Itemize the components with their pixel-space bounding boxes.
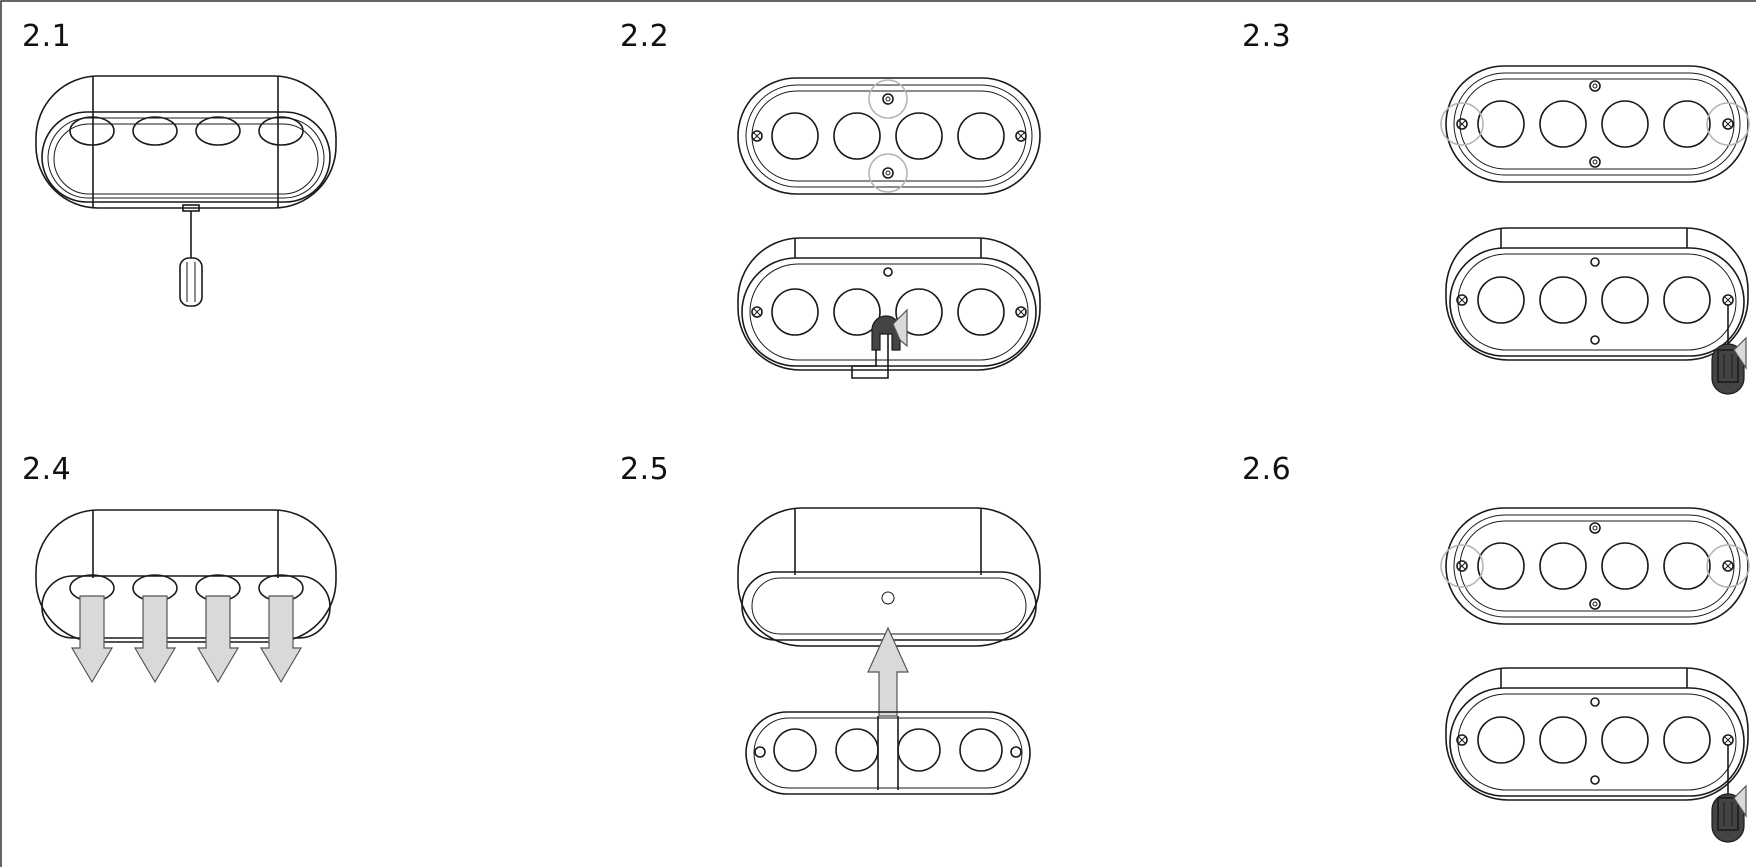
lens-row-2-2-bottom <box>771 288 1005 336</box>
step-label-2-4: 2.4 <box>22 452 72 487</box>
highlight-ring-icon <box>868 79 908 193</box>
screwdriver-icon <box>1711 745 1747 843</box>
highlight-ring-icon <box>1440 102 1750 146</box>
screwdriver-icon <box>179 204 203 307</box>
screw-icon <box>1456 522 1734 610</box>
screw-icon <box>754 746 1022 758</box>
lens-row-2-1 <box>69 116 304 146</box>
step-label-2-1: 2.1 <box>22 19 72 54</box>
step-label-2-6: 2.6 <box>1242 452 1292 487</box>
screw-icon <box>1456 697 1734 785</box>
screwdriver-icon <box>1711 305 1747 395</box>
lens-row-2-3-top <box>1477 100 1711 148</box>
lens-row-2-3-bottom <box>1477 276 1711 324</box>
screw-icon <box>1456 257 1734 345</box>
step-label-2-3: 2.3 <box>1242 19 1292 54</box>
step-label-2-2: 2.2 <box>620 19 670 54</box>
arrow-up-icon <box>867 626 909 717</box>
lens-row-2-5 <box>773 728 1003 772</box>
screw-icon <box>1456 80 1734 168</box>
highlight-ring-icon <box>1440 544 1750 588</box>
lens-row-2-2-top <box>771 112 1005 160</box>
screw-icon <box>751 267 1027 318</box>
lens-row-2-6-top <box>1477 542 1711 590</box>
step-label-2-5: 2.5 <box>620 452 670 487</box>
screw-icon <box>751 93 1027 179</box>
hex-key-icon <box>851 308 908 379</box>
arrow-down-icon <box>70 595 303 684</box>
lens-row-2-6-bottom <box>1477 716 1711 764</box>
